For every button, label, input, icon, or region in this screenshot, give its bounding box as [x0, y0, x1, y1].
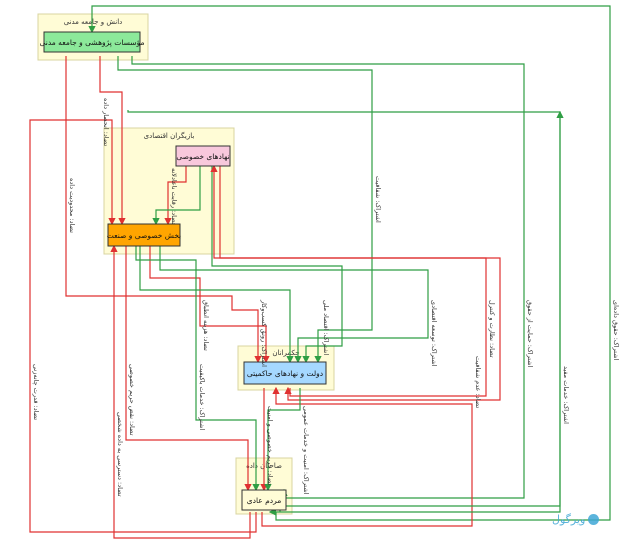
node-private-institutions-label: نهادهای خصوصی	[176, 152, 229, 161]
edge-people-private-access	[110, 244, 251, 539]
edge-government-people-security	[264, 388, 301, 492]
node-people-label: مردم عادی	[247, 496, 282, 505]
edge-private-people-privacy	[125, 246, 252, 492]
edge-label-e9: تضاد: نظارت و کنترل	[488, 300, 496, 358]
edge-people-government-transparency	[261, 386, 473, 527]
watermark: ویرگول	[552, 513, 600, 526]
edge-label-e15: تضاد: عدم شفافیت	[474, 356, 482, 408]
edge-government-people-red-loop	[210, 164, 487, 397]
edge-label-e19: اشتراک: امنیت و خدمات عمومی	[302, 406, 310, 495]
edge-people-privinst-green-loop	[279, 110, 564, 512]
virgool-logo-icon	[588, 514, 600, 525]
edge-label-e7: اشتراک: اقتصاد ملی	[322, 300, 330, 355]
edge-private-people-quality	[135, 246, 260, 492]
edge-research-private-monopoly	[99, 56, 126, 226]
edge-people-private-bargaining	[29, 119, 257, 533]
edge-label-e8: اشتراک: توسعه اقتصادی	[430, 300, 438, 367]
edge-privinst-private-shared	[152, 166, 201, 226]
node-government-label: دولت و نهادهای حاکمیتی	[247, 369, 323, 378]
edge-label-e18: تضاد: حریم خصوصی و امنیت	[266, 406, 274, 485]
node-research-label: مؤسسات پژوهشی و جامعه مدنی	[40, 38, 145, 47]
cluster-economic-label: بازیگران اقتصادی	[144, 131, 195, 140]
edge-privinst-government-economy	[211, 166, 343, 364]
edge-label-e13: تضاد: نقض حریم خصوصی	[128, 364, 136, 436]
watermark-text: ویرگول	[552, 513, 586, 526]
cluster-civil-label: دانش و جامعه مدنی	[64, 18, 123, 26]
edge-label-e14: اشتراک: خدمات باکیفیت	[198, 364, 206, 430]
edge-labels: تضاد: انحصار داده تضاد: رقابت ناعادلانه …	[32, 98, 620, 497]
cluster-government-label: حکمرانان	[272, 349, 299, 357]
node-private-sector-label: بخش خصوصی و صنعت	[107, 231, 182, 240]
edge-research-people-rights	[131, 56, 525, 499]
node-private-sector[interactable]: بخش خصوصی و صنعت	[107, 223, 182, 247]
edge-label-e16: اشتراک: خدمات مفید	[562, 366, 570, 424]
edge-privinst-government-oversight	[219, 166, 501, 401]
edge-label-e12: تضاد: قدرت چانه‌زنی	[32, 364, 40, 420]
edge-label-e4: اشتراک: شفافیت	[374, 176, 382, 223]
edge-label-e11: اشتراک: حقوق داده‌ای	[612, 300, 620, 361]
edge-private-government-business	[139, 246, 294, 364]
edge-label-e10: اشتراک: حمایت از حقوق	[526, 300, 534, 368]
edge-private-government-cost	[149, 246, 270, 364]
edge-privinst-private-competition	[164, 166, 187, 226]
edge-label-e3: تضاد: محدودیت داده	[68, 178, 76, 233]
edge-private-government-development	[159, 246, 429, 364]
edge-people-research-datarights	[88, 5, 611, 521]
node-government[interactable]: دولت و نهادهای حاکمیتی	[243, 361, 327, 385]
edge-label-e2: تضاد: رقابت ناعادلانه	[170, 168, 178, 225]
edge-label-e17: تضاد: دسترسی به داده شخصی	[116, 412, 124, 497]
edge-label-e5: تضاد: هزینه انطباق	[202, 300, 210, 351]
node-private-institutions[interactable]: نهادهای خصوصی	[175, 145, 231, 167]
edge-research-government-transparency	[117, 56, 373, 364]
node-people[interactable]: مردم عادی	[241, 489, 287, 511]
edge-label-e6: اشتراک: رونق کسب‌وکار	[260, 299, 268, 367]
edge-research-government-restriction	[65, 56, 262, 364]
edge-label-e1: تضاد: انحصار داده	[102, 98, 110, 146]
node-research[interactable]: مؤسسات پژوهشی و جامعه مدنی	[40, 31, 145, 53]
